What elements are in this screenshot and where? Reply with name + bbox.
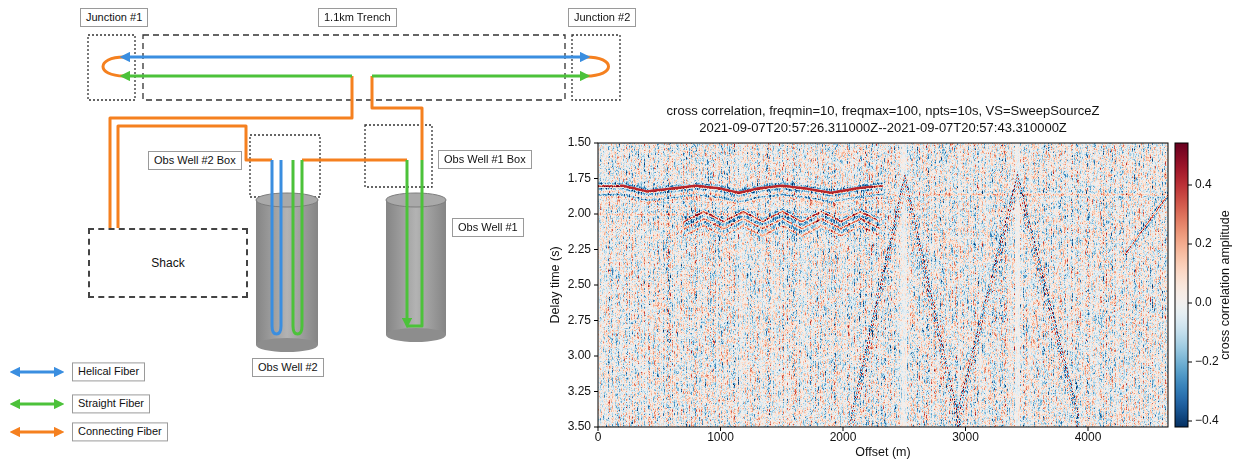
axis-tick — [594, 427, 598, 428]
connecting-fiber — [302, 159, 407, 162]
node-label: 1.1km Trench — [324, 11, 391, 23]
connecting-fiber — [586, 57, 609, 76]
name-tag: Junction #2 — [568, 8, 636, 27]
colorbar — [1175, 143, 1188, 427]
well-casing — [386, 193, 446, 342]
name-tag: Obs Well #2 Box — [148, 151, 242, 170]
tick-label: 2.25 — [568, 243, 591, 257]
straight-fiber — [406, 160, 409, 324]
well-box-region — [250, 135, 320, 197]
axis-title: Delay time (s) — [548, 246, 562, 323]
node-label: Obs Well #1 — [458, 221, 518, 233]
colorbar-tick-label: 0.4 — [1195, 178, 1212, 192]
axis-tick — [594, 391, 598, 392]
node-label: Shack — [151, 256, 184, 270]
cross-correlation-image — [598, 143, 1168, 427]
colorbar-tick — [1188, 362, 1192, 363]
junction-region — [88, 35, 135, 100]
legend-label: Helical Fiber — [72, 362, 145, 381]
junction-region — [572, 35, 620, 100]
colorbar-tick — [1188, 303, 1192, 304]
tick-label: 1.75 — [568, 172, 591, 186]
name-tag: 1.1km Trench — [318, 8, 397, 27]
connecting-fiber — [110, 76, 352, 229]
axis-tick — [594, 249, 598, 250]
legend-sample — [14, 431, 60, 434]
axis-tick — [594, 356, 598, 357]
connecting-fiber — [372, 76, 422, 160]
colorbar-tick-label: −0.4 — [1195, 414, 1219, 428]
axis-tick — [594, 178, 598, 179]
tick-label: 4000 — [1075, 431, 1102, 445]
helical-fiber — [124, 56, 586, 59]
node-label: Obs Well #2 Box — [154, 154, 236, 166]
chart-title: 2021-09-07T20:57:26.311000Z--2021-09-07T… — [699, 121, 1067, 136]
tick-label: 2000 — [830, 431, 857, 445]
colorbar-title: cross correlation amplitude — [1218, 210, 1232, 359]
axis-tick — [594, 285, 598, 286]
straight-fiber — [407, 160, 422, 326]
plot-frame — [598, 143, 1168, 427]
tick-label: 3.25 — [568, 385, 591, 399]
axis-tick — [594, 214, 598, 215]
connecting-fiber — [103, 57, 124, 76]
tick-label: 3.50 — [568, 420, 591, 434]
axis-tick — [594, 143, 598, 144]
name-tag: Obs Well #1 — [452, 218, 524, 237]
tick-label: 2.00 — [568, 207, 591, 221]
node-label: Junction #2 — [574, 11, 630, 23]
name-tag: Obs Well #1 Box — [438, 150, 532, 169]
tick-label: 3.00 — [568, 349, 591, 363]
colorbar-tick — [1188, 421, 1192, 422]
picked-arrival — [620, 186, 872, 193]
tick-label: 1000 — [707, 431, 734, 445]
colorbar-tick-label: 0.0 — [1195, 296, 1212, 310]
trench-region — [143, 35, 565, 100]
straight-fiber — [293, 160, 302, 334]
name-tag: Obs Well #2 — [252, 358, 324, 377]
colorbar-tick — [1188, 244, 1192, 245]
tick-label: 3000 — [952, 431, 979, 445]
legend-label: Straight Fiber — [72, 394, 150, 413]
chart-title: cross correlation, freqmin=10, freqmax=1… — [667, 104, 1100, 119]
straight-fiber — [372, 75, 586, 78]
helical-fiber — [272, 160, 281, 334]
node-label: Obs Well #1 Box — [444, 153, 526, 165]
legend-sample — [14, 403, 60, 406]
connecting-fiber — [118, 126, 272, 229]
name-tag: Junction #1 — [80, 8, 148, 27]
colorbar-tick-label: 0.2 — [1195, 237, 1212, 251]
axis-title: Offset (m) — [855, 445, 910, 459]
straight-fiber — [124, 75, 352, 78]
node-label: Junction #1 — [86, 11, 142, 23]
node-label: Obs Well #2 — [258, 361, 318, 373]
tick-label: 1.50 — [568, 136, 591, 150]
legend-sample — [14, 371, 60, 374]
building-box: Shack — [88, 228, 248, 298]
tick-label: 2.75 — [568, 314, 591, 328]
colorbar-tick — [1188, 185, 1192, 186]
colorbar-tick-label: −0.2 — [1195, 355, 1219, 369]
well-casing — [256, 193, 318, 352]
axis-tick — [594, 320, 598, 321]
tick-label: 2.50 — [568, 278, 591, 292]
legend-label: Connecting Fiber — [72, 422, 168, 441]
tick-label: 0 — [595, 431, 602, 445]
